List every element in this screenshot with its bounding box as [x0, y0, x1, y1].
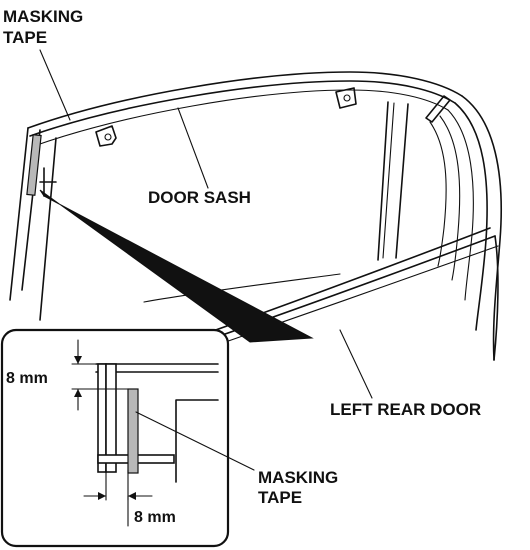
- door-sash-label: DOOR SASH: [148, 188, 251, 207]
- masking-tape-detail-leader: [135, 411, 255, 471]
- rear-sash-inner: [447, 109, 474, 301]
- sash-clip-right: [335, 87, 357, 109]
- detail-inset-content: [71, 339, 219, 527]
- rear-sash-mid: [454, 102, 488, 331]
- masking-tape-front-sash: [26, 134, 57, 197]
- left-rear-door-label: LEFT REAR DOOR: [330, 400, 481, 419]
- center-pillar-right: [395, 103, 409, 259]
- dimension-horizontal-label: 8 mm: [134, 509, 176, 526]
- detail-callout-wedge: [39, 189, 314, 343]
- sash-clip-left: [95, 125, 117, 147]
- masking-tape-detail: [127, 388, 139, 474]
- door-rear-edge: [493, 235, 499, 361]
- front-sash-inner: [39, 137, 57, 321]
- door-sash-leader: [177, 107, 209, 189]
- masking-tape-top-leader: [39, 49, 71, 121]
- front-sash-outer: [9, 127, 29, 301]
- masking-tape-label-top-line2: TAPE: [3, 28, 47, 47]
- center-pillar-inner: [382, 102, 395, 259]
- rear-sash-inner2: [439, 115, 461, 281]
- door-sash-frame: [9, 71, 503, 361]
- masking-tape-label-detail-line1: MASKING: [258, 468, 338, 487]
- rear-sash-inner3: [429, 121, 447, 267]
- center-pillar-left: [377, 101, 389, 261]
- masking-tape-label-detail-line2: TAPE: [258, 488, 302, 507]
- left-rear-door-leader: [339, 329, 373, 399]
- sash-arch-inner: [33, 89, 449, 147]
- window-lower-curve: [143, 273, 341, 303]
- rear-corner-clip: [425, 95, 451, 123]
- rear-sash-outer: [461, 95, 503, 361]
- dimension-vertical-label: 8 mm: [6, 370, 48, 387]
- masking-tape-label-top-line1: MASKING: [3, 7, 83, 26]
- sash-arch-mid: [29, 80, 456, 137]
- sash-arch-outer: [27, 71, 463, 129]
